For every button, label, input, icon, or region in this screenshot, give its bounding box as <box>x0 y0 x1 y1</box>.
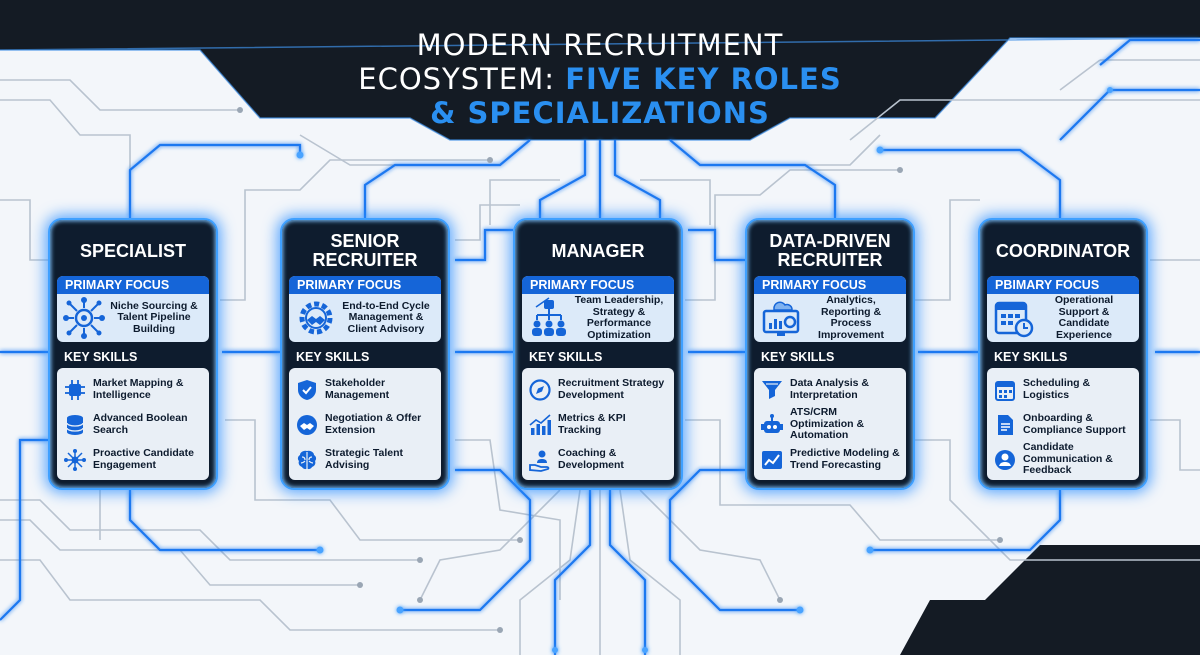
network-icon <box>64 448 86 471</box>
skill-text: Proactive Candidate Engagement <box>93 447 194 471</box>
role-card-manager: MANAGER PRIMARY FOCUS Team Leadership, S… <box>513 218 683 490</box>
bar-chart-icon <box>529 413 551 435</box>
skill-text: Metrics & KPI Tracking <box>558 412 626 436</box>
primary-focus-label: PRIMARY FOCUS <box>289 276 441 294</box>
key-skills-label: KEY SKILLS <box>64 350 138 364</box>
skill-item: Scheduling & Logistics <box>991 372 1135 407</box>
page-title: MODERN RECRUITMENT ECOSYSTEM: FIVE KEY R… <box>0 28 1200 130</box>
skill-item: Candidate Communication & Feedback <box>991 442 1135 477</box>
skill-text: Stakeholder Management <box>325 377 390 401</box>
gear-handshake-icon <box>299 301 333 335</box>
skill-text: Onboarding & Compliance Support <box>1023 412 1126 436</box>
primary-focus-panel: PRIMARY FOCUS Team Leadership, Strategy … <box>522 276 674 342</box>
role-title: SPECIALIST <box>79 240 186 261</box>
skill-item: Data Analysis & Interpretation <box>758 372 902 407</box>
skill-text: Candidate Communication & Feedback <box>1023 441 1113 477</box>
role-title: SENIOR RECRUITER <box>312 231 418 270</box>
calendar-clock-icon <box>994 301 1034 338</box>
brain-icon <box>297 450 317 469</box>
primary-focus-label: PRIMARY FOCUS <box>754 276 906 294</box>
skill-item: Coaching & Development <box>526 442 670 477</box>
key-skills-list: Scheduling & Logistics Onboarding & Comp… <box>987 368 1139 480</box>
key-skills-list: Recruitment Strategy Development Metrics… <box>522 368 674 480</box>
primary-focus-text: Team Leadership, Strategy & Performance … <box>574 294 664 341</box>
title-line-3: & SPECIALIZATIONS <box>430 96 770 130</box>
skill-text: ATS/CRM Optimization & Automation <box>790 406 865 442</box>
primary-focus-text: Operational Support & Candidate Experien… <box>1054 294 1114 341</box>
chip-icon <box>65 379 85 400</box>
primary-focus-label: PRIMARY FOCUS <box>57 276 209 294</box>
cloud-monitor-icon <box>762 301 800 336</box>
title-line-1: MODERN RECRUITMENT <box>416 28 784 62</box>
role-card-senior-recruiter: SENIOR RECRUITER PRIMARY FOCUS End-to-En… <box>280 218 450 490</box>
key-skills-list: Market Mapping & Intelligence Advanced B… <box>57 368 209 480</box>
skill-item: Predictive Modeling & Trend Forecasting <box>758 442 902 477</box>
skill-item: Recruitment Strategy Development <box>526 372 670 407</box>
primary-focus-text: Niche Sourcing & Talent Pipeline Buildin… <box>110 299 198 335</box>
key-skills-label: KEY SKILLS <box>296 350 370 364</box>
key-skills-label: KEY SKILLS <box>761 350 835 364</box>
skill-text: Advanced Boolean Search <box>93 412 188 436</box>
skill-text: Scheduling & Logistics <box>1023 377 1091 401</box>
skill-item: ATS/CRM Optimization & Automation <box>758 407 902 442</box>
skill-text: Market Mapping & Intelligence <box>93 377 184 401</box>
skill-text: Strategic Talent Advising <box>325 447 403 471</box>
primary-focus-text: Analytics, Reporting & Process Improveme… <box>818 294 884 341</box>
role-title: MANAGER <box>551 240 645 261</box>
primary-focus-text: End-to-End Cycle Management & Client Adv… <box>342 299 430 335</box>
skill-item: Stakeholder Management <box>293 372 437 407</box>
role-title: DATA-DRIVEN RECRUITER <box>769 231 891 270</box>
handshake-icon <box>297 414 317 435</box>
primary-focus-panel: PRIMARY FOCUS End-to-End Cycle Managemen… <box>289 276 441 342</box>
skill-text: Data Analysis & Interpretation <box>790 377 869 401</box>
key-skills-list: Data Analysis & Interpretation ATS/CRM O… <box>754 368 906 480</box>
skill-text: Recruitment Strategy Development <box>558 377 665 401</box>
top-dark-panel <box>0 0 1200 140</box>
database-icon <box>66 414 84 435</box>
primary-focus-panel: PRIMARY FOCUS Analytics, Reporting & Pro… <box>754 276 906 342</box>
document-icon <box>998 414 1013 435</box>
skill-item: Proactive Candidate Engagement <box>61 442 205 477</box>
org-chart-icon <box>532 297 566 336</box>
skill-item: Market Mapping & Intelligence <box>61 372 205 407</box>
shield-check-icon <box>298 379 316 400</box>
skill-item: Negotiation & Offer Extension <box>293 407 437 442</box>
primary-focus-label: PRIMARY FOCUS <box>522 276 674 294</box>
role-card-data-driven-recruiter: DATA-DRIVEN RECRUITER PRIMARY FOCUS Anal… <box>745 218 915 490</box>
funnel-icon <box>762 380 782 399</box>
title-line-2b: FIVE KEY ROLES <box>565 62 842 96</box>
hand-person-icon <box>529 450 550 472</box>
skill-text: Predictive Modeling & Trend Forecasting <box>790 447 900 471</box>
primary-focus-panel: PRIMARY FOCUS Niche Sourcing & Talent Pi… <box>57 276 209 342</box>
compass-icon <box>529 378 551 401</box>
network-target-icon <box>63 297 105 339</box>
skill-item: Onboarding & Compliance Support <box>991 407 1135 442</box>
bottom-right-dark-panel <box>900 545 1200 655</box>
skill-item: Advanced Boolean Search <box>61 407 205 442</box>
key-skills-label: KEY SKILLS <box>994 350 1068 364</box>
primary-focus-panel: PBIMARY FOCUS Operational Support & Cand… <box>987 276 1139 342</box>
skill-text: Coaching & Development <box>558 447 624 471</box>
key-skills-label: KEY SKILLS <box>529 350 603 364</box>
title-line-2a: ECOSYSTEM: <box>358 62 556 96</box>
role-card-specialist: SPECIALIST PRIMARY FOCUS Niche Sourcing … <box>48 218 218 490</box>
key-skills-list: Stakeholder Management Negotiation & Off… <box>289 368 441 480</box>
skill-text: Negotiation & Offer Extension <box>325 412 422 436</box>
robot-icon <box>761 413 783 433</box>
trend-chart-icon <box>762 450 782 469</box>
skill-item: Strategic Talent Advising <box>293 442 437 477</box>
skill-item: Metrics & KPI Tracking <box>526 407 670 442</box>
role-title: COORDINATOR <box>995 240 1131 261</box>
primary-focus-label: PBIMARY FOCUS <box>987 276 1139 294</box>
calendar-icon <box>995 380 1015 401</box>
person-circle-icon <box>995 449 1015 470</box>
role-card-coordinator: COORDINATOR PBIMARY FOCUS Operational Su… <box>978 218 1148 490</box>
